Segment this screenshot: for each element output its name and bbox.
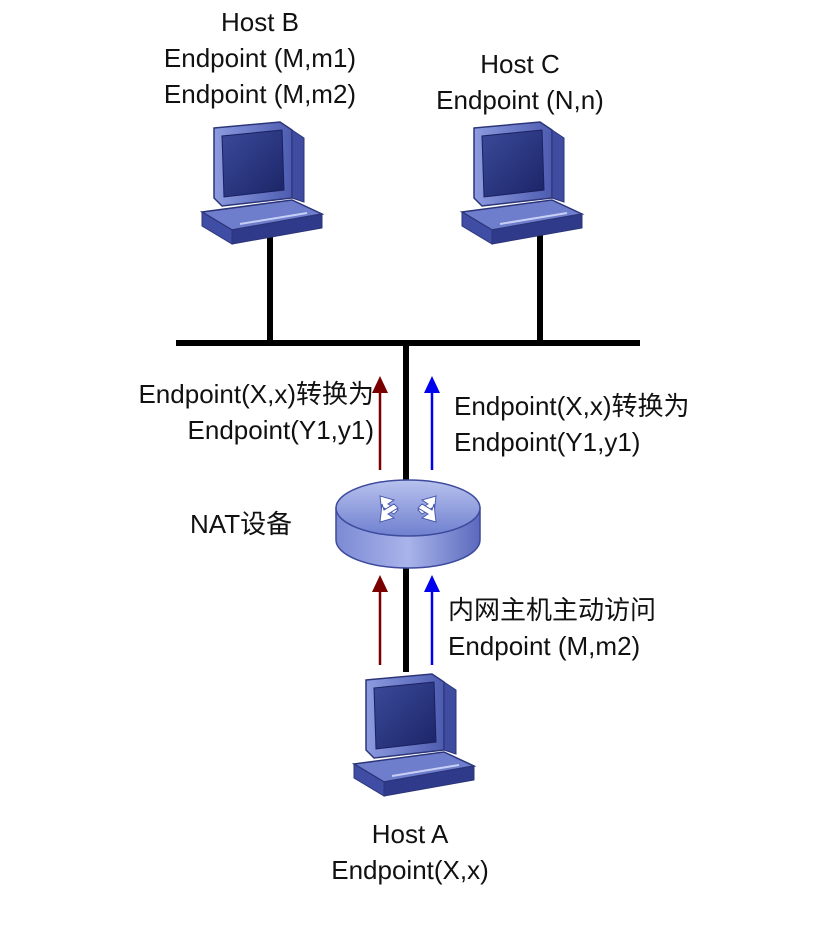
host-b-label: Host B Endpoint (M,m1) Endpoint (M,m2) — [120, 4, 400, 112]
lower-arrows — [372, 575, 440, 665]
right-translation-note: Endpoint(X,x)转换为 Endpoint(Y1,y1) — [454, 388, 774, 460]
host-a-label: Host A Endpoint(X,x) — [280, 816, 540, 888]
host-b-title: Host B — [220, 7, 300, 37]
left-translation-line-1: Endpoint(X,x)转换为 — [138, 379, 374, 409]
upper-arrows — [372, 376, 440, 470]
arrow-up-blue — [424, 376, 440, 393]
arrow-up-dark-red — [372, 575, 388, 592]
arrow-up-blue — [424, 575, 440, 592]
host-c-label: Host C Endpoint (N,n) — [400, 46, 640, 118]
network-lines — [176, 235, 640, 672]
host-b-endpoint-2: Endpoint (M,m2) — [163, 79, 357, 109]
host-c-computer-icon — [461, 121, 583, 245]
host-c-title: Host C — [480, 49, 560, 79]
host-a-endpoint: Endpoint(X,x) — [331, 855, 489, 885]
right-translation-line-2: Endpoint(Y1,y1) — [454, 427, 641, 457]
arrow-up-dark-red — [372, 376, 388, 393]
host-b-endpoint-1: Endpoint (M,m1) — [163, 43, 357, 73]
host-a-computer-icon — [353, 673, 475, 797]
inbound-access-line-1: 内网主机主动访问 — [448, 595, 657, 625]
left-translation-line-2: Endpoint(Y1,y1) — [187, 415, 374, 445]
inbound-access-note: 内网主机主动访问 Endpoint (M,m2) — [448, 592, 768, 664]
inbound-access-line-2: Endpoint (M,m2) — [448, 631, 641, 661]
host-c-endpoint: Endpoint (N,n) — [436, 85, 604, 115]
right-translation-line-1: Endpoint(X,x)转换为 — [454, 391, 690, 421]
router-icon — [335, 479, 481, 569]
nat-device-label: NAT设备 — [190, 509, 293, 539]
host-a-title: Host A — [371, 819, 449, 849]
left-translation-note: Endpoint(X,x)转换为 Endpoint(Y1,y1) — [64, 376, 374, 448]
host-b-computer-icon — [201, 121, 323, 245]
